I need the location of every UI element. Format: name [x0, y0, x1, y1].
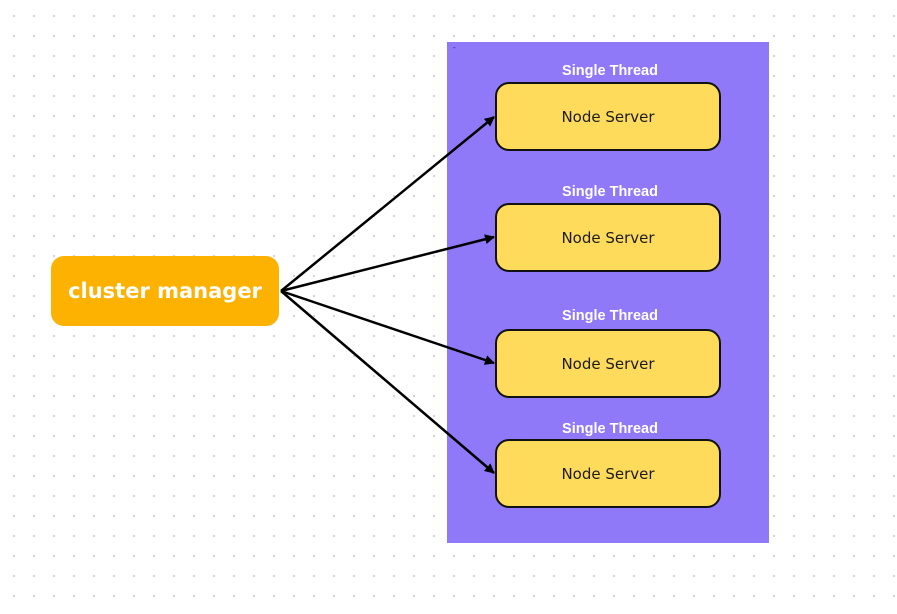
thread-label-4: Single Thread: [562, 421, 658, 437]
node-server-4[interactable]: Node Server: [495, 439, 721, 508]
thread-label-1: Single Thread: [562, 63, 658, 79]
node-server-3[interactable]: Node Server: [495, 329, 721, 398]
node-server-2[interactable]: Node Server: [495, 203, 721, 272]
node-server-label-4: Node Server: [561, 464, 655, 483]
node-server-label-1: Node Server: [561, 107, 655, 126]
cluster-manager-label: cluster manager: [68, 279, 262, 303]
arrow-to-node-server-2: [280, 234, 495, 293]
node-server-label-2: Node Server: [561, 228, 655, 247]
arrow-to-node-server-4: [280, 290, 495, 474]
node-server-1[interactable]: Node Server: [495, 82, 721, 151]
arrow-to-node-server-1: [280, 116, 495, 292]
thread-label-2: Single Thread: [562, 184, 658, 200]
panel-corner-mark: -: [453, 43, 456, 52]
cluster-manager-node[interactable]: cluster manager: [51, 256, 279, 326]
node-server-label-3: Node Server: [561, 354, 655, 373]
thread-label-3: Single Thread: [562, 308, 658, 324]
arrow-to-node-server-3: [280, 289, 495, 365]
